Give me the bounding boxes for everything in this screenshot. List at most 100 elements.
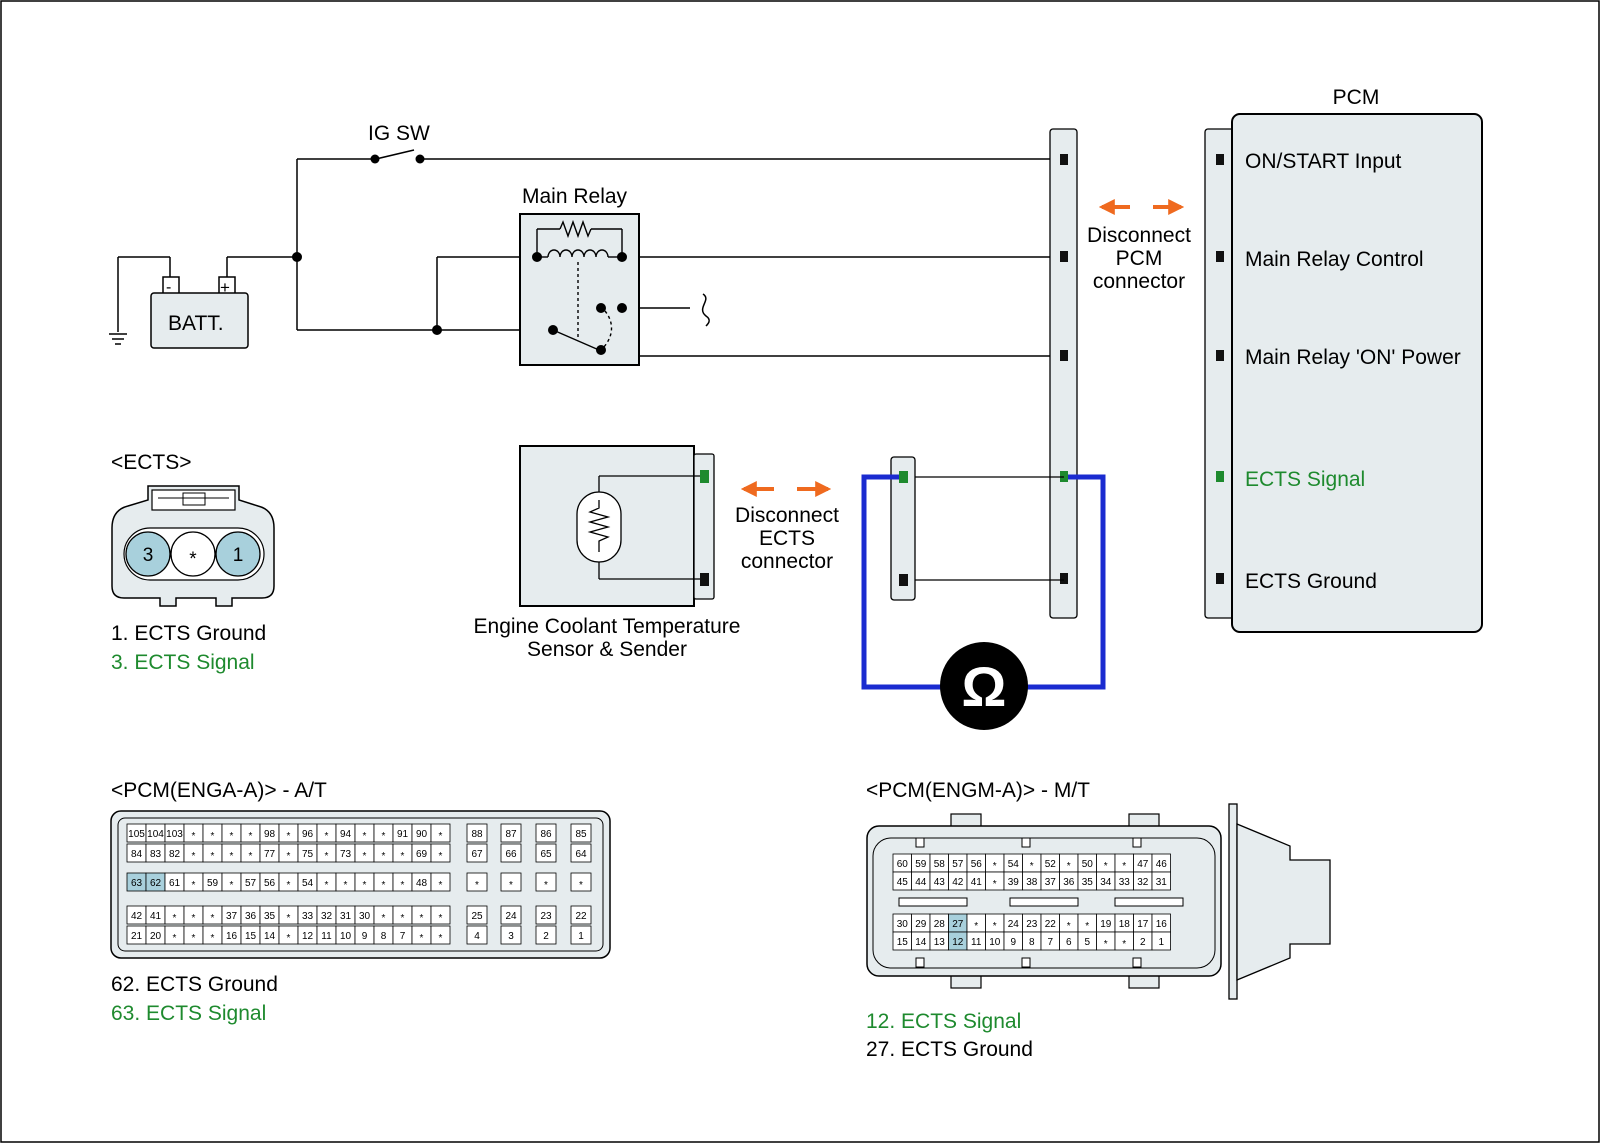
pin-cell: 50 [1077,853,1097,873]
pin-cell: 32 [316,905,337,925]
ohmmeter: Ω [940,642,1028,730]
svg-text:*: * [993,879,997,890]
svg-text:6: 6 [1066,937,1072,948]
svg-text:32: 32 [321,911,333,922]
svg-text:*: * [1067,921,1071,932]
pin-cell: 98 [259,823,280,843]
pin-cell: 90 [411,823,432,843]
ects-legend-signal: 3. ECTS Signal [111,651,255,674]
svg-text:33: 33 [302,911,314,922]
pin-cell: 54 [1003,853,1023,873]
pcm-mt-title: <PCM(ENGM-A)> - M/T [866,779,1090,802]
svg-text:104: 104 [147,829,164,840]
svg-text:42: 42 [131,911,143,922]
svg-text:56: 56 [971,859,983,870]
pin-cell: 7 [1040,931,1060,951]
svg-text:2: 2 [1140,937,1146,948]
pin-cell: * [373,872,394,892]
svg-text:94: 94 [340,829,352,840]
svg-text:*: * [173,913,177,924]
pin-cell: 64 [570,843,592,863]
disconnect-pcm-label: Disconnect PCM connector [1087,224,1191,293]
svg-text:44: 44 [915,877,927,888]
svg-text:18: 18 [1119,919,1131,930]
pin-cell: 65 [535,843,557,863]
pin-cell: * [183,843,204,863]
svg-text:77: 77 [264,849,276,860]
svg-text:39: 39 [1008,877,1020,888]
svg-text:52: 52 [1045,859,1057,870]
svg-text:*: * [401,880,405,891]
pin-cell: 35 [1077,871,1097,891]
pcm-terminal-main-relay-control: Main Relay Control [1245,248,1424,271]
pin-cell: 41 [966,871,986,891]
svg-text:*: * [993,921,997,932]
svg-text:82: 82 [169,849,181,860]
svg-text:*: * [211,831,215,842]
pin-cell: 1 [1151,931,1171,951]
pin-cell: * [1059,913,1079,933]
ects-sensor: Engine Coolant Temperature Sensor & Send… [474,445,740,661]
ects-legend-ground: 1. ECTS Ground [111,622,266,645]
pin-cell: 52 [1040,853,1060,873]
svg-text:69: 69 [416,849,428,860]
pin-cell: 47 [1133,853,1153,873]
pin-cell: 7 [392,925,413,945]
pin-cell: 105 [126,823,147,843]
pin-cell: 21 [126,925,147,945]
svg-text:33: 33 [1119,877,1131,888]
svg-text:*: * [325,831,329,842]
svg-text:3: 3 [508,931,514,942]
pin-cell: * [1022,853,1042,873]
svg-text:36: 36 [245,911,257,922]
pin-cell: 10 [985,931,1005,951]
battery: BATT. - + [150,276,249,349]
pin-cell: 48 [411,872,432,892]
svg-text:34: 34 [1100,877,1112,888]
svg-text:*: * [1104,939,1108,950]
svg-text:*: * [363,851,367,862]
pin-cell: * [221,823,242,843]
pin-cell: * [373,843,394,863]
pin-cell: 59 [202,872,223,892]
svg-text:58: 58 [934,859,946,870]
pin-cell: * [985,913,1005,933]
pin-cell: 2 [535,925,557,945]
svg-text:88: 88 [471,829,483,840]
svg-text:*: * [401,913,405,924]
svg-text:*: * [439,933,443,944]
pin-cell: 14 [259,925,280,945]
pin-cell: 39 [1003,871,1023,891]
pin-cell: 16 [221,925,242,945]
svg-text:73: 73 [340,849,352,860]
svg-text:*: * [382,913,386,924]
svg-text:*: * [382,880,386,891]
svg-text:65: 65 [540,849,552,860]
pin-cell: * [183,823,204,843]
pin-cell: * [316,843,337,863]
svg-text:91: 91 [397,829,409,840]
svg-text:16: 16 [226,931,238,942]
svg-text:*: * [344,880,348,891]
pcm-module: PCM ON/START Input Main Relay Control Ma… [1204,86,1483,633]
pin-cell: * [1096,853,1116,873]
svg-text:85: 85 [575,829,587,840]
battery-label: BATT. [168,312,224,335]
svg-text:27: 27 [952,919,964,930]
pin-cell: * [278,823,299,843]
pcm-mt-legend-signal: 12. ECTS Signal [866,1010,1021,1033]
pin-cell: * [278,925,299,945]
pin-cell: * [985,871,1005,891]
pin-cell: * [430,872,451,892]
pin-cell: 4 [466,925,488,945]
pin-cell: * [183,925,204,945]
pin-cell: 63 [126,872,147,892]
svg-text:*: * [382,851,386,862]
svg-text:46: 46 [1156,859,1168,870]
svg-text:67: 67 [471,849,483,860]
svg-text:83: 83 [150,849,162,860]
pin-cell: * [392,905,413,925]
svg-text:98: 98 [264,829,276,840]
svg-text:*: * [192,933,196,944]
pin-cell: 29 [911,913,931,933]
